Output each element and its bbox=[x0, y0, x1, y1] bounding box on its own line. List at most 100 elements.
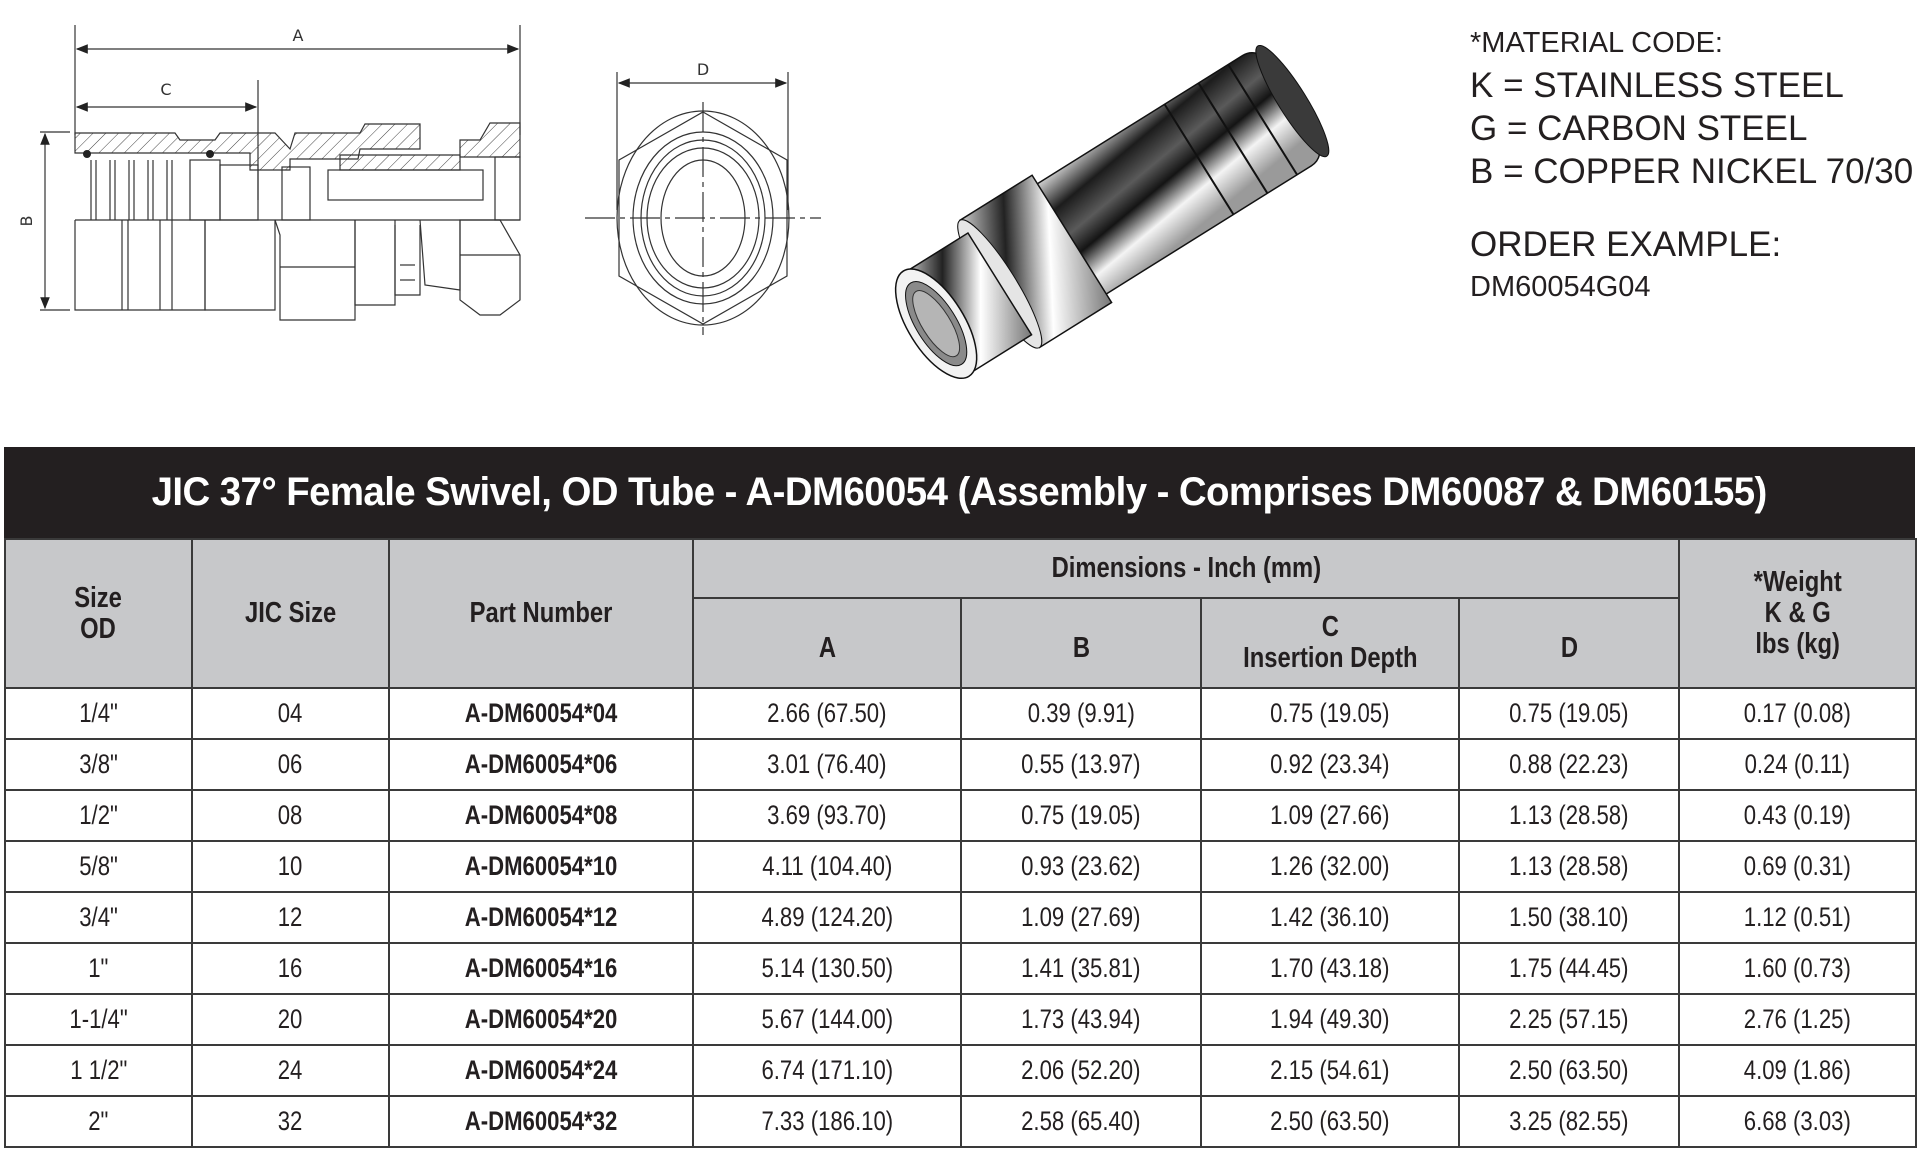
cell-dim-a: 4.89 (124.20) bbox=[692, 891, 962, 944]
cell-dim-c: 2.50 (63.50) bbox=[1200, 1095, 1460, 1148]
cell-part-number: A-DM60054*12 bbox=[388, 891, 694, 944]
cell-dim-d: 0.88 (22.23) bbox=[1457, 738, 1681, 791]
cell-dim-d: 1.13 (28.58) bbox=[1457, 840, 1681, 893]
cell-part-number: A-DM60054*24 bbox=[388, 1044, 694, 1097]
cell-dim-b: 1.09 (27.69) bbox=[960, 891, 1202, 944]
table-row: 1 1/2" 24 A-DM60054*24 6.74 (171.10) 2.0… bbox=[4, 1044, 1918, 1097]
header-jic-size: JIC Size bbox=[191, 538, 390, 689]
cell-dim-d: 1.50 (38.10) bbox=[1457, 891, 1681, 944]
cell-weight: 0.69 (0.31) bbox=[1678, 840, 1918, 893]
cell-weight: 0.24 (0.11) bbox=[1678, 738, 1918, 791]
dim-d-label: D bbox=[697, 60, 709, 79]
cell-dim-c: 1.26 (32.00) bbox=[1200, 840, 1460, 893]
material-code-heading: *MATERIAL CODE: bbox=[1470, 27, 1723, 59]
cell-dim-c: 1.70 (43.18) bbox=[1200, 942, 1460, 995]
cell-dim-a: 3.69 (93.70) bbox=[692, 789, 962, 842]
cell-dim-a: 5.67 (144.00) bbox=[692, 993, 962, 1046]
table-row: 3/4" 12 A-DM60054*12 4.89 (124.20) 1.09 … bbox=[4, 891, 1918, 944]
cell-part-number: A-DM60054*06 bbox=[388, 738, 694, 791]
cell-dim-c: 2.15 (54.61) bbox=[1200, 1044, 1460, 1097]
header-dimensions-group: Dimensions - Inch (mm) bbox=[691, 538, 1681, 599]
order-example-value: DM60054G04 bbox=[1470, 271, 1651, 303]
cell-dim-b: 0.93 (23.62) bbox=[960, 840, 1202, 893]
dim-a-label: A bbox=[293, 26, 304, 45]
cell-jic-size: 20 bbox=[191, 993, 390, 1046]
cell-part-number: A-DM60054*20 bbox=[388, 993, 694, 1046]
cell-part-number: A-DM60054*04 bbox=[388, 687, 694, 740]
table-row: 5/8" 10 A-DM60054*10 4.11 (104.40) 0.93 … bbox=[4, 840, 1918, 893]
cell-size-od: 1 1/2" bbox=[4, 1044, 193, 1097]
header-dim-d: D bbox=[1457, 597, 1681, 689]
material-code-k: K = STAINLESS STEEL bbox=[1470, 66, 1844, 105]
cell-part-number: A-DM60054*32 bbox=[388, 1095, 694, 1148]
header-part-number: Part Number bbox=[388, 538, 694, 689]
table-row: 1" 16 A-DM60054*16 5.14 (130.50) 1.41 (3… bbox=[4, 942, 1918, 995]
cell-dim-b: 1.41 (35.81) bbox=[960, 942, 1202, 995]
cell-dim-a: 7.33 (186.10) bbox=[692, 1095, 962, 1148]
table-row: 2" 32 A-DM60054*32 7.33 (186.10) 2.58 (6… bbox=[4, 1095, 1918, 1148]
cell-dim-c: 1.09 (27.66) bbox=[1200, 789, 1460, 842]
cell-size-od: 3/4" bbox=[4, 891, 193, 944]
material-code-g: G = CARBON STEEL bbox=[1470, 109, 1808, 148]
order-example-label: ORDER EXAMPLE: bbox=[1470, 225, 1782, 264]
cell-dim-b: 0.39 (9.91) bbox=[960, 687, 1202, 740]
cell-dim-c: 1.42 (36.10) bbox=[1200, 891, 1460, 944]
header-dim-a: A bbox=[692, 597, 962, 689]
cell-jic-size: 08 bbox=[191, 789, 390, 842]
cell-jic-size: 24 bbox=[191, 1044, 390, 1097]
table-row: 3/8" 06 A-DM60054*06 3.01 (76.40) 0.55 (… bbox=[4, 738, 1918, 791]
cell-weight: 2.76 (1.25) bbox=[1678, 993, 1918, 1046]
cell-size-od: 5/8" bbox=[4, 840, 193, 893]
cell-jic-size: 04 bbox=[191, 687, 390, 740]
side-view-drawing: A C B bbox=[20, 15, 540, 325]
cell-size-od: 3/8" bbox=[4, 738, 193, 791]
header-dim-b: B bbox=[960, 597, 1202, 689]
cell-weight: 0.17 (0.08) bbox=[1678, 687, 1918, 740]
cell-dim-b: 2.06 (52.20) bbox=[960, 1044, 1202, 1097]
table-title: JIC 37° Female Swivel, OD Tube - A-DM600… bbox=[151, 470, 1768, 514]
cell-dim-d: 3.25 (82.55) bbox=[1457, 1095, 1681, 1148]
dim-b-label: B bbox=[20, 216, 36, 227]
cell-jic-size: 32 bbox=[191, 1095, 390, 1148]
cell-weight: 1.60 (0.73) bbox=[1678, 942, 1918, 995]
table-row: 1/4" 04 A-DM60054*04 2.66 (67.50) 0.39 (… bbox=[4, 687, 1918, 740]
cell-dim-b: 1.73 (43.94) bbox=[960, 993, 1202, 1046]
cell-jic-size: 10 bbox=[191, 840, 390, 893]
cell-dim-a: 2.66 (67.50) bbox=[692, 687, 962, 740]
cell-dim-a: 3.01 (76.40) bbox=[692, 738, 962, 791]
cell-size-od: 1-1/4" bbox=[4, 993, 193, 1046]
cell-dim-d: 0.75 (19.05) bbox=[1457, 687, 1681, 740]
cell-dim-c: 0.75 (19.05) bbox=[1200, 687, 1460, 740]
cell-dim-b: 0.75 (19.05) bbox=[960, 789, 1202, 842]
cell-size-od: 1/2" bbox=[4, 789, 193, 842]
cell-weight: 1.12 (0.51) bbox=[1678, 891, 1918, 944]
table-row: 1-1/4" 20 A-DM60054*20 5.67 (144.00) 1.7… bbox=[4, 993, 1918, 1046]
cell-dim-a: 4.11 (104.40) bbox=[692, 840, 962, 893]
cell-dim-d: 1.13 (28.58) bbox=[1457, 789, 1681, 842]
cell-part-number: A-DM60054*10 bbox=[388, 840, 694, 893]
cell-dim-b: 0.55 (13.97) bbox=[960, 738, 1202, 791]
cell-part-number: A-DM60054*08 bbox=[388, 789, 694, 842]
dim-c-label: C bbox=[160, 80, 171, 99]
cell-dim-d: 2.50 (63.50) bbox=[1457, 1044, 1681, 1097]
table-row: 1/2" 08 A-DM60054*08 3.69 (93.70) 0.75 (… bbox=[4, 789, 1918, 842]
material-code-panel: *MATERIAL CODE: K = STAINLESS STEEL G = … bbox=[1470, 22, 1914, 308]
cell-size-od: 2" bbox=[4, 1095, 193, 1148]
cell-size-od: 1" bbox=[4, 942, 193, 995]
cell-size-od: 1/4" bbox=[4, 687, 193, 740]
cell-jic-size: 12 bbox=[191, 891, 390, 944]
cell-weight: 0.43 (0.19) bbox=[1678, 789, 1918, 842]
cell-dim-a: 6.74 (171.10) bbox=[692, 1044, 962, 1097]
material-code-b: B = COPPER NICKEL 70/30 bbox=[1470, 152, 1914, 191]
cell-dim-d: 1.75 (44.45) bbox=[1457, 942, 1681, 995]
cell-weight: 4.09 (1.86) bbox=[1678, 1044, 1918, 1097]
cell-part-number: A-DM60054*16 bbox=[388, 942, 694, 995]
cell-dim-b: 2.58 (65.40) bbox=[960, 1095, 1202, 1148]
end-view-drawing: D bbox=[585, 50, 825, 340]
spec-table-body: 1/4" 04 A-DM60054*04 2.66 (67.50) 0.39 (… bbox=[4, 687, 1918, 1148]
cell-jic-size: 06 bbox=[191, 738, 390, 791]
